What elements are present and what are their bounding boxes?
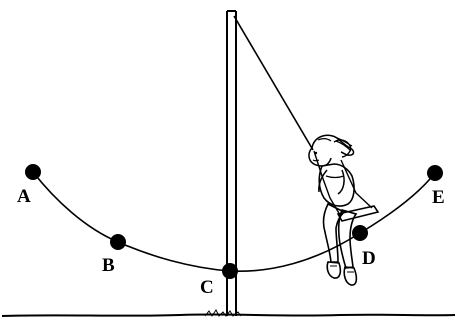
point-C: C <box>200 263 238 298</box>
girl-on-swing <box>308 134 380 286</box>
point-B: B <box>102 234 126 276</box>
point-A-marker <box>25 164 41 180</box>
point-D: D <box>352 225 376 269</box>
ground <box>1 309 456 317</box>
point-E-marker <box>427 165 443 181</box>
point-A: A <box>17 164 41 207</box>
point-B-label: B <box>102 255 115 276</box>
point-B-marker <box>110 234 126 250</box>
point-E: E <box>427 165 445 208</box>
point-E-label: E <box>432 187 445 208</box>
point-C-label: C <box>200 277 214 298</box>
point-D-label: D <box>362 248 376 269</box>
point-C-marker <box>222 263 238 279</box>
point-A-label: A <box>17 186 31 207</box>
swing-rope <box>233 15 314 151</box>
point-D-marker <box>352 225 368 241</box>
